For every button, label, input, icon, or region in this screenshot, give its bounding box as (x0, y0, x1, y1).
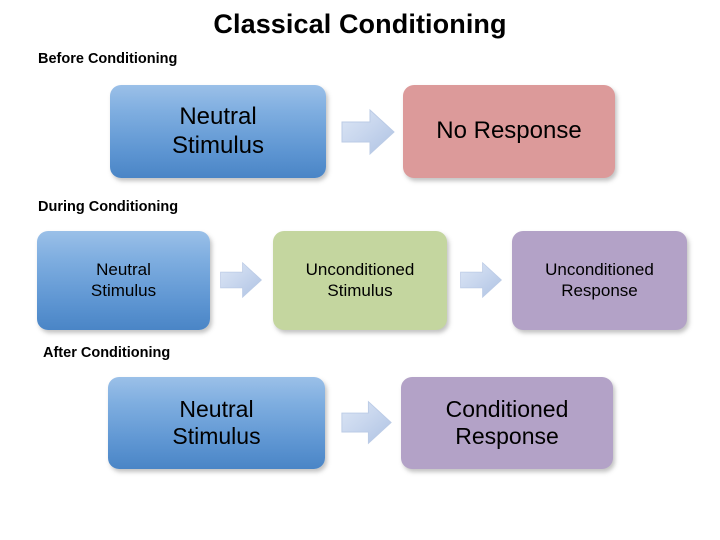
after-neutral-stimulus-box: Neutral Stimulus (108, 377, 325, 469)
section-label-after-conditioning: After Conditioning (43, 345, 171, 361)
right-arrow-icon (460, 261, 503, 299)
before-neutral-stimulus-box: Neutral Stimulus (110, 85, 326, 178)
during-unconditioned-stimulus-box: Unconditioned Stimulus (273, 231, 447, 330)
before-neutral-stimulus-label: Neutral Stimulus (171, 103, 265, 159)
after-conditioned-response-label: Conditioned Response (445, 395, 569, 449)
during-unconditioned-stimulus-label: Unconditioned Stimulus (305, 260, 415, 300)
during-neutral-stimulus-label: Neutral Stimulus (90, 260, 157, 300)
after-neutral-stimulus-label: Neutral Stimulus (172, 395, 261, 449)
page-title: Classical Conditioning (213, 9, 507, 39)
section-label-before-conditioning: Before Conditioning (38, 51, 178, 67)
during-unconditioned-response-label: Unconditioned Response (545, 260, 654, 300)
after-conditioned-response-box: Conditioned Response (401, 377, 613, 469)
before-no-response-label: No Response (436, 117, 582, 145)
right-arrow-icon (220, 261, 263, 299)
during-unconditioned-response-box: Unconditioned Response (512, 231, 687, 330)
before-no-response-box: No Response (403, 85, 615, 178)
right-arrow-icon (341, 400, 392, 445)
during-neutral-stimulus-box: Neutral Stimulus (37, 231, 210, 330)
section-label-during-conditioning: During Conditioning (38, 199, 179, 215)
right-arrow-icon (341, 108, 395, 156)
